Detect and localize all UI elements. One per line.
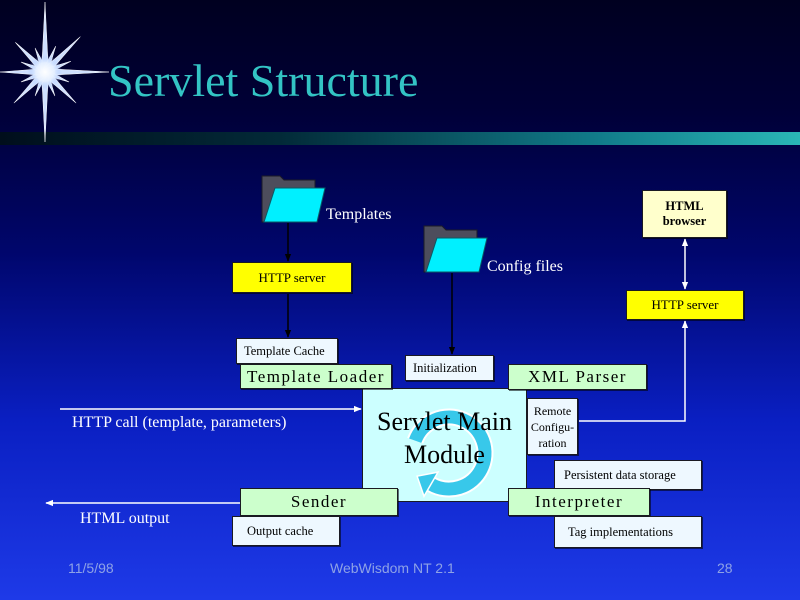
title-underline-band <box>0 132 800 145</box>
template-loader-label: Template Loader <box>247 366 385 386</box>
cycle-arc <box>409 410 492 496</box>
servlet-main-module-label: Servlet Main Module <box>363 405 526 471</box>
circular-arrow-icon <box>407 408 494 499</box>
folder-front <box>263 187 326 223</box>
template-cache-label: Template Cache <box>244 343 325 358</box>
tag-implementations-box: Tag implementations <box>554 516 702 548</box>
output-cache-label: Output cache <box>247 523 314 538</box>
cycle-arrowhead <box>416 471 440 499</box>
servlet-main-module-box: Servlet Main Module <box>362 388 527 502</box>
config-files-folder-icon <box>423 225 488 273</box>
html-browser-box: HTML browser <box>642 190 727 238</box>
servlet-main-module-line-2: Module <box>404 440 485 469</box>
footer-page-number: 28 <box>717 560 733 576</box>
output-cache-box: Output cache <box>232 516 340 546</box>
http-server-right-box: HTTP server <box>626 290 744 320</box>
html-output-label: HTML output <box>80 510 170 527</box>
servlet-main-module-line-1: Servlet Main <box>376 407 513 436</box>
slide-title: Servlet Structure <box>108 55 419 106</box>
remote-configuration-line-2: Configu- <box>530 419 575 434</box>
starburst-icon <box>0 1 110 143</box>
remote-configuration-box: Remote Configu- ration <box>527 398 578 455</box>
template-cache-box: Template Cache <box>236 338 338 364</box>
initialization-label: Initialization <box>413 360 477 375</box>
http-call-label: HTTP call (template, parameters) <box>72 414 287 431</box>
footer-date: 11/5/98 <box>68 560 114 576</box>
http-server-left-label: HTTP server <box>258 269 326 285</box>
initialization-box: Initialization <box>405 355 494 381</box>
templates-folder-label: Templates <box>326 206 392 223</box>
sender-box: Sender <box>240 488 398 516</box>
xml-parser-label: XML Parser <box>528 367 627 386</box>
http-server-right-label: HTTP server <box>651 297 719 312</box>
persistent-data-storage-label: Persistent data storage <box>564 467 676 482</box>
sender-label: Sender <box>290 492 348 511</box>
footer-product: WebWisdom NT 2.1 <box>330 560 455 576</box>
remote-configuration-line-3: ration <box>538 435 567 450</box>
html-browser-label-line-1: HTML <box>665 199 704 213</box>
persistent-data-storage-box: Persistent data storage <box>554 460 702 490</box>
html-browser-label-line-2: browser <box>662 214 707 228</box>
interpreter-box: Interpreter <box>508 488 650 516</box>
template-loader-box: Template Loader <box>240 364 392 389</box>
xml-parser-box: XML Parser <box>508 364 647 390</box>
http-server-left-box: HTTP server <box>232 262 352 293</box>
folder-front <box>425 237 488 273</box>
interpreter-label: Interpreter <box>534 492 624 511</box>
config-files-folder-label: Config files <box>487 258 563 275</box>
remote-configuration-line-1: Remote <box>533 403 572 418</box>
tag-implementations-label: Tag implementations <box>568 524 674 539</box>
templates-folder-icon <box>261 175 326 223</box>
